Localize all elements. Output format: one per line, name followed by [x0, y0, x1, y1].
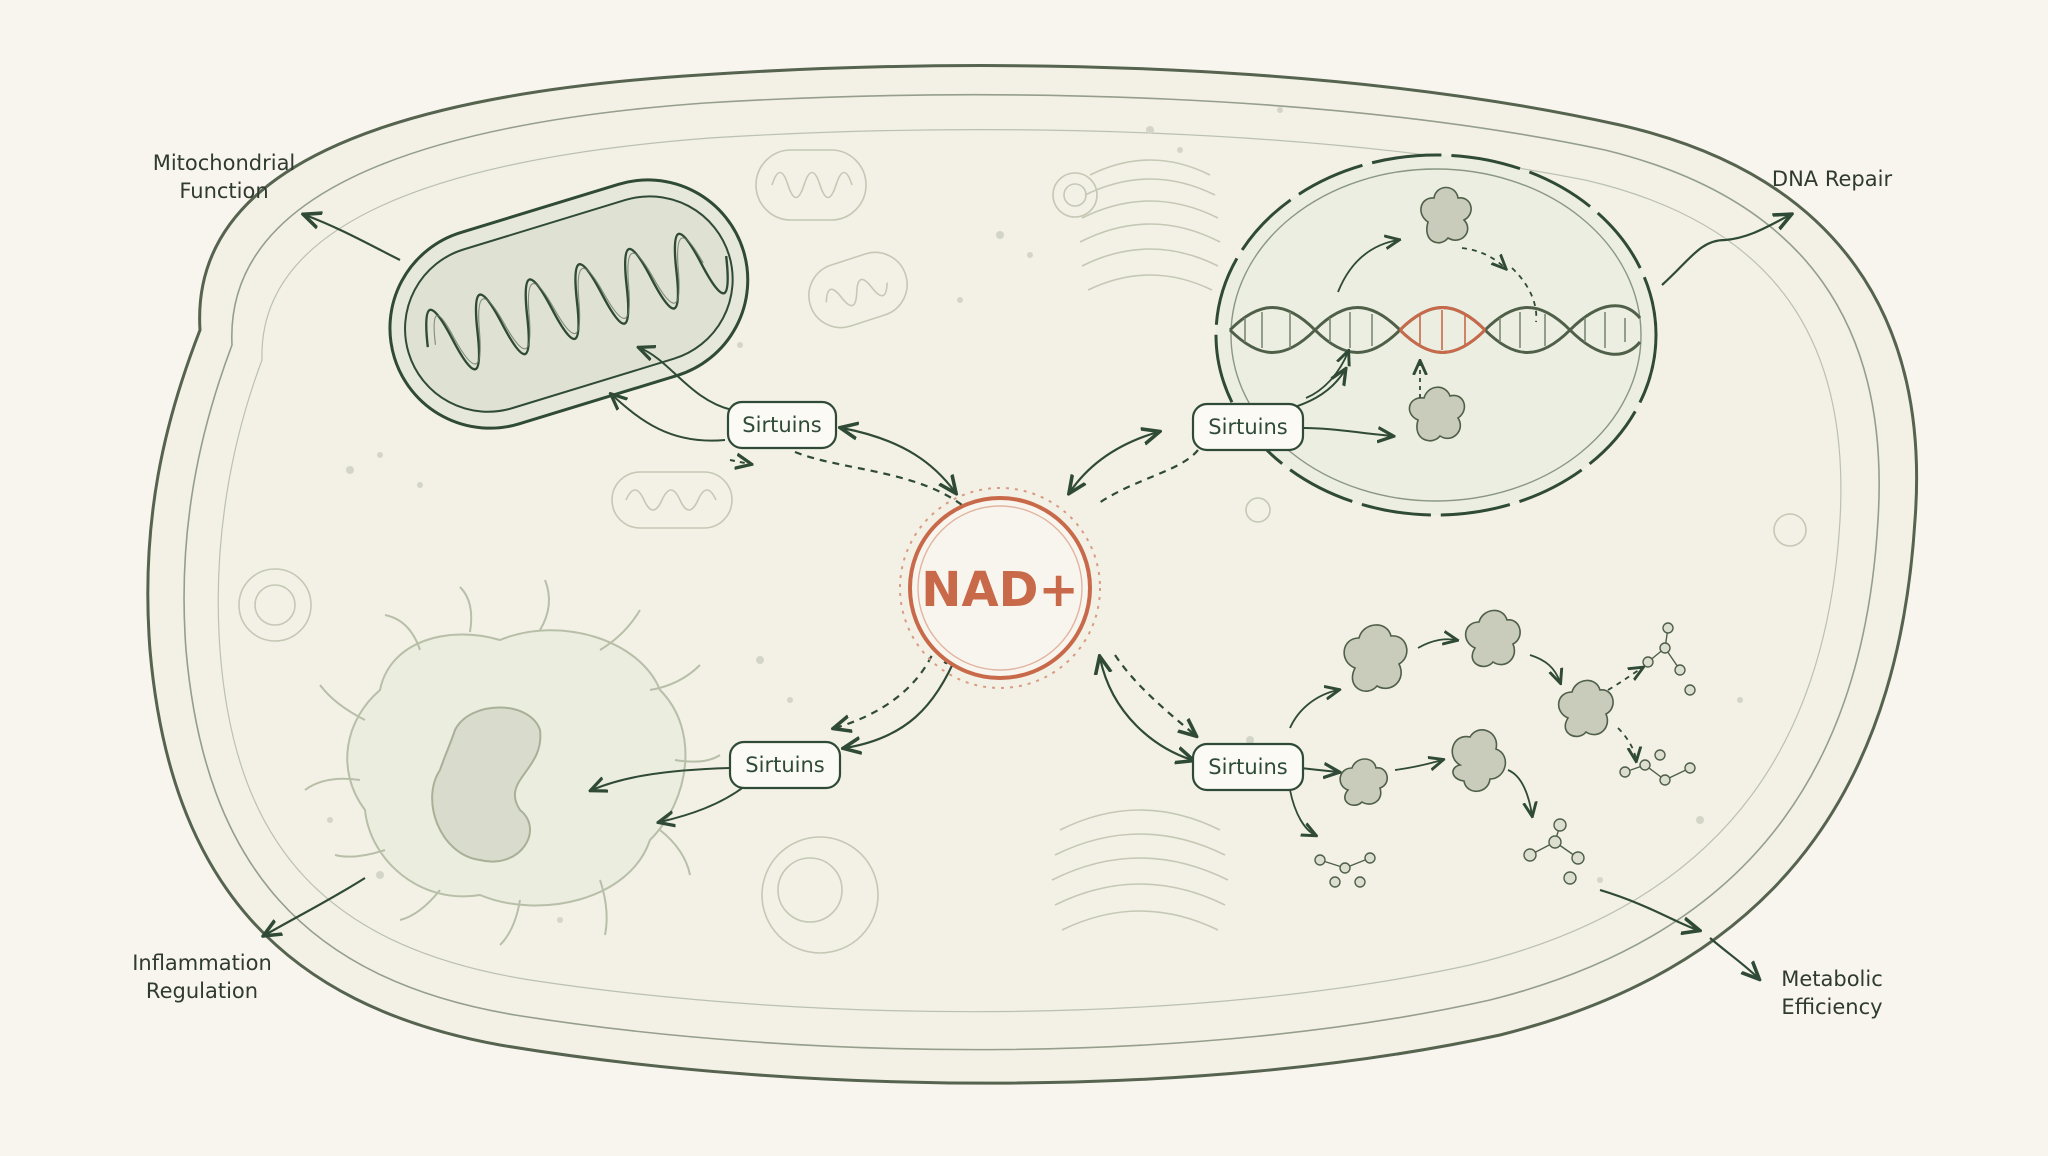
faint-mitochondrion-3-icon — [611, 471, 733, 529]
mitochondrial-line-1: Mitochondrial — [153, 151, 296, 175]
dna-repair-label: DNA Repair — [1772, 167, 1893, 191]
sirtuins-node-bottom-left: Sirtuins — [728, 740, 842, 790]
metabolic-line-2: Efficiency — [1781, 995, 1882, 1019]
nucleus-icon — [1214, 153, 1658, 517]
outcome-label-dna: DNA Repair — [1772, 167, 1893, 191]
background-organelles — [238, 107, 1807, 954]
enzyme-blob-icons — [1339, 609, 1614, 806]
sirtuins-label: Sirtuins — [745, 753, 824, 777]
sirtuins-node-top-left: Sirtuins — [726, 400, 838, 450]
faint-mitochondrion-1-icon — [755, 149, 867, 221]
mitochondrion-icon — [388, 178, 750, 430]
immune-cell-icon — [304, 579, 721, 946]
dna-helix-icon — [1228, 304, 1642, 356]
sirtuins-node-top-right: Sirtuins — [1191, 402, 1305, 452]
metabolic-arrows — [1289, 639, 1642, 835]
nad-label: NAD+ — [921, 562, 1078, 618]
mitochondrial-line-2: Function — [179, 179, 268, 203]
outcome-label-metabolic: Metabolic Efficiency — [1781, 967, 1883, 1019]
nad-hub: NAD+ — [899, 487, 1101, 689]
faint-golgi-top-icon — [1079, 159, 1221, 291]
faint-golgi-bottom-icon — [1051, 809, 1229, 931]
inflammation-line-1: Inflammation — [132, 951, 272, 975]
sirtuins-node-bottom-right: Sirtuins — [1191, 742, 1305, 792]
faint-vesicle-cluster-icon — [238, 172, 1807, 954]
sirtuins-label: Sirtuins — [1208, 755, 1287, 779]
inflammation-line-2: Regulation — [146, 979, 258, 1003]
sirtuins-label: Sirtuins — [1208, 415, 1287, 439]
outcome-label-inflammation: Inflammation Regulation — [132, 951, 272, 1003]
molecule-icons — [1314, 622, 1696, 888]
nad-sirtuin-connectors — [794, 428, 1198, 760]
repair-protein-icons — [1408, 186, 1472, 442]
metabolic-line-1: Metabolic — [1781, 967, 1883, 991]
sirtuin-effect-arrows — [592, 348, 1392, 822]
outcome-label-mitochondrial: Mitochondrial Function — [153, 151, 296, 203]
outcome-arrows — [265, 215, 1790, 978]
sirtuins-label: Sirtuins — [742, 413, 821, 437]
faint-mitochondrion-2-icon — [808, 251, 908, 329]
